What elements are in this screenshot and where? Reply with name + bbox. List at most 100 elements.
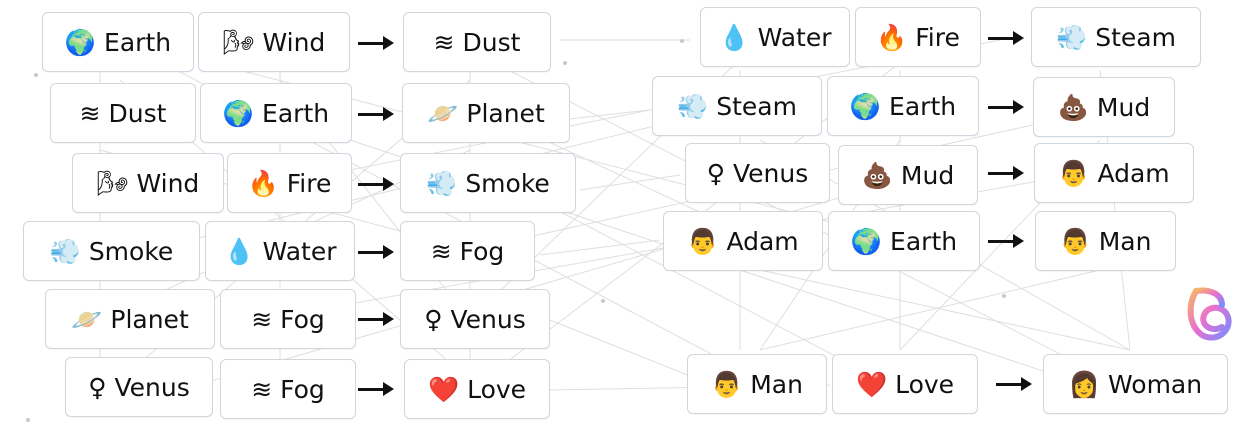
earth-icon: 🌍 bbox=[222, 98, 255, 128]
arrow-icon bbox=[988, 231, 1024, 251]
adam-icon: 👨 bbox=[1058, 158, 1090, 188]
element-woman[interactable]: 👩 Woman bbox=[1043, 354, 1228, 414]
element-mud[interactable]: 💩 Mud bbox=[838, 145, 978, 205]
element-label: Earth bbox=[104, 27, 172, 57]
venus-icon: ♀ bbox=[706, 158, 726, 188]
mud-icon: 💩 bbox=[1057, 92, 1089, 122]
arrow-icon bbox=[358, 33, 394, 53]
element-earth[interactable]: 🌍 Earth bbox=[42, 12, 194, 72]
smoke-icon: 💨 bbox=[49, 236, 81, 266]
heart-icon: ❤️ bbox=[427, 374, 460, 404]
element-fire[interactable]: 🔥 Fire bbox=[227, 153, 352, 213]
element-smoke[interactable]: 💨 Smoke bbox=[23, 221, 200, 281]
dust-icon: ≋ bbox=[433, 27, 455, 57]
element-smoke[interactable]: 💨 Smoke bbox=[400, 153, 576, 213]
smoke-icon: 💨 bbox=[426, 168, 458, 198]
element-wind[interactable]: 🌬 Wind bbox=[72, 153, 224, 213]
element-fog[interactable]: ≋ Fog bbox=[400, 221, 535, 281]
adam-icon: 👨 bbox=[687, 226, 719, 256]
element-label: Love bbox=[467, 374, 527, 404]
element-adam[interactable]: 👨 Adam bbox=[1034, 143, 1194, 203]
element-love[interactable]: ❤️ Love bbox=[832, 354, 978, 414]
element-water[interactable]: 💧 Water bbox=[700, 7, 850, 67]
element-label: Fog bbox=[280, 304, 325, 334]
fog-icon: ≋ bbox=[430, 236, 452, 266]
element-venus[interactable]: ♀ Venus bbox=[685, 143, 830, 203]
element-label: Fog bbox=[280, 374, 325, 404]
arrow-icon bbox=[988, 97, 1024, 117]
element-earth[interactable]: 🌍 Earth bbox=[827, 76, 979, 136]
brand-logo-icon bbox=[1187, 287, 1232, 341]
arrow-icon bbox=[358, 379, 394, 399]
element-label: Woman bbox=[1108, 369, 1203, 399]
element-label: Earth bbox=[890, 226, 958, 256]
element-label: Smoke bbox=[465, 168, 550, 198]
element-fire[interactable]: 🔥 Fire bbox=[855, 7, 981, 67]
wind-icon: 🌬 bbox=[222, 27, 255, 57]
element-planet[interactable]: 🪐 Planet bbox=[45, 289, 215, 349]
element-earth[interactable]: 🌍 Earth bbox=[828, 211, 980, 271]
element-label: Water bbox=[262, 236, 337, 266]
element-label: Venus bbox=[114, 372, 190, 402]
element-man[interactable]: 👨 Man bbox=[1035, 211, 1176, 271]
element-wind[interactable]: 🌬 Wind bbox=[198, 12, 350, 72]
element-label: Steam bbox=[716, 91, 797, 121]
man-icon: 👨 bbox=[711, 369, 743, 399]
element-mud[interactable]: 💩 Mud bbox=[1033, 77, 1175, 137]
element-label: Fire bbox=[286, 168, 332, 198]
venus-icon: ♀ bbox=[424, 304, 443, 334]
element-dust[interactable]: ≋ Dust bbox=[403, 12, 551, 72]
element-fog[interactable]: ≋ Fog bbox=[220, 359, 356, 419]
arrow-icon bbox=[358, 104, 394, 124]
element-fog[interactable]: ≋ Fog bbox=[220, 289, 356, 349]
element-steam[interactable]: 💨 Steam bbox=[1031, 7, 1201, 67]
dust-icon: ≋ bbox=[79, 98, 101, 128]
mud-icon: 💩 bbox=[861, 160, 893, 190]
heart-icon: ❤️ bbox=[855, 369, 888, 399]
fog-icon: ≋ bbox=[251, 304, 273, 334]
element-planet[interactable]: 🪐 Planet bbox=[402, 83, 570, 143]
element-label: Venus bbox=[733, 158, 809, 188]
element-label: Earth bbox=[889, 91, 957, 121]
arrow-icon bbox=[358, 242, 394, 262]
wind-icon: 🌬 bbox=[96, 168, 129, 198]
earth-icon: 🌍 bbox=[849, 91, 882, 121]
fog-icon: ≋ bbox=[251, 374, 273, 404]
element-adam[interactable]: 👨 Adam bbox=[663, 211, 823, 271]
element-dust[interactable]: ≋ Dust bbox=[50, 83, 196, 143]
element-venus[interactable]: ♀ Venus bbox=[65, 357, 213, 417]
fire-icon: 🔥 bbox=[247, 168, 279, 198]
element-label: Planet bbox=[110, 304, 189, 334]
element-venus[interactable]: ♀ Venus bbox=[400, 289, 550, 349]
steam-icon: 💨 bbox=[1056, 22, 1088, 52]
arrow-icon bbox=[358, 309, 394, 329]
element-label: Adam bbox=[726, 226, 799, 256]
steam-icon: 💨 bbox=[677, 91, 709, 121]
earth-icon: 🌍 bbox=[64, 27, 97, 57]
element-steam[interactable]: 💨 Steam bbox=[652, 76, 822, 136]
element-label: Fog bbox=[459, 236, 505, 266]
woman-icon: 👩 bbox=[1068, 369, 1101, 399]
element-label: Venus bbox=[450, 304, 526, 334]
arrow-icon bbox=[358, 174, 394, 194]
element-water[interactable]: 💧 Water bbox=[205, 221, 355, 281]
element-label: Love bbox=[895, 369, 955, 399]
element-label: Earth bbox=[262, 98, 330, 128]
fire-icon: 🔥 bbox=[876, 22, 908, 52]
element-label: Fire bbox=[915, 22, 960, 52]
arrow-icon bbox=[988, 163, 1024, 183]
element-love[interactable]: ❤️ Love bbox=[404, 359, 550, 419]
element-label: Mud bbox=[900, 160, 955, 190]
element-label: Smoke bbox=[88, 236, 174, 266]
element-label: Dust bbox=[108, 98, 167, 128]
water-icon: 💧 bbox=[718, 22, 750, 52]
man-icon: 👨 bbox=[1059, 226, 1091, 256]
element-earth[interactable]: 🌍 Earth bbox=[200, 83, 352, 143]
element-label: Dust bbox=[462, 27, 521, 57]
element-man[interactable]: 👨 Man bbox=[687, 354, 827, 414]
element-label: Man bbox=[750, 369, 803, 399]
element-label: Wind bbox=[136, 168, 200, 198]
element-label: Water bbox=[757, 22, 832, 52]
element-label: Planet bbox=[466, 98, 545, 128]
element-label: Adam bbox=[1097, 158, 1170, 188]
